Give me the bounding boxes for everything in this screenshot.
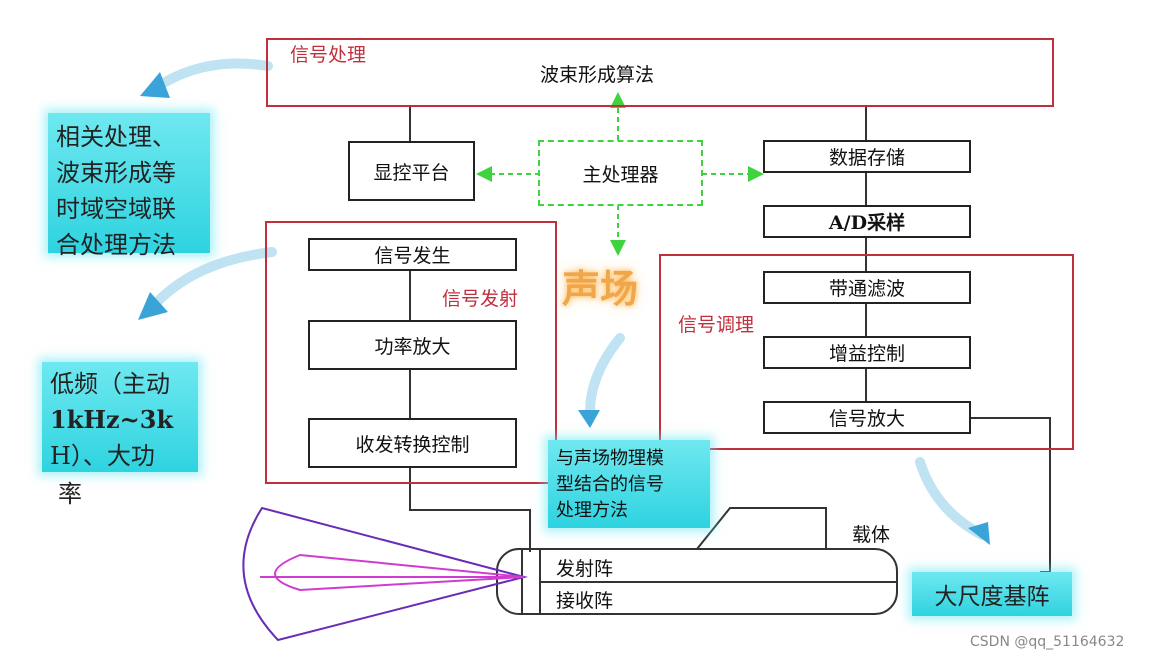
ad-sampling-block: A/D采样: [763, 205, 971, 238]
note-joint-processing: 相关处理、 波束形成等 时域空域联 合处理方法: [48, 113, 210, 259]
note-line: H）、大功: [50, 442, 155, 470]
signal-processing-box: [266, 38, 1054, 107]
data-storage-block: 数据存储: [763, 140, 971, 173]
curved-arrow-icon: [138, 247, 277, 320]
signal-processing-label: 信号处理: [290, 44, 367, 66]
note-line: 波束形成等: [56, 159, 176, 187]
carrier-label: 载体: [852, 524, 891, 546]
note-line: 合处理方法: [56, 231, 176, 259]
signal-transmit-box: [265, 221, 557, 484]
display-control-block: 显控平台: [348, 141, 475, 201]
gain-control-block: 增益控制: [763, 336, 971, 369]
note-line: 率: [58, 480, 82, 508]
curved-arrow-icon: [915, 457, 990, 545]
watermark: CSDN @qq_51164632: [970, 634, 1125, 650]
bandpass-filter-block: 带通滤波: [763, 271, 971, 304]
note-line: 相关处理、: [56, 123, 176, 151]
note-line: 与声场物理模: [556, 448, 664, 469]
curved-arrow-icon: [578, 333, 625, 428]
note-line: 型结合的信号: [556, 474, 664, 495]
large-array-label: 大尺度基阵: [912, 572, 1072, 616]
note-line: 低频（主动: [50, 370, 170, 398]
curved-arrow-icon: [140, 58, 273, 98]
receive-array-label: 接收阵: [556, 590, 614, 612]
main-processor-block: 主处理器: [538, 140, 703, 206]
note-line: 时域空域联: [56, 195, 176, 223]
txrx-switch-block: 收发转换控制: [308, 418, 517, 468]
note-line: 1kHz~3k: [50, 405, 174, 434]
signal-amplifier-block: 信号放大: [763, 401, 971, 434]
sound-field-label: 声场: [562, 266, 639, 311]
signal-transmit-label: 信号发射: [442, 288, 519, 310]
power-amplifier-block: 功率放大: [308, 320, 517, 370]
transmit-array-label: 发射阵: [556, 558, 614, 580]
signal-conditioning-label: 信号调理: [678, 314, 755, 336]
signal-conditioning-box: [659, 254, 1074, 450]
beamforming-algorithm-label: 波束形成算法: [540, 64, 655, 86]
note-low-frequency: 低频（主动 1kHz~3k H）、大功: [42, 362, 198, 472]
note-line: 处理方法: [556, 500, 628, 521]
note-physics-model: 与声场物理模 型结合的信号 处理方法: [548, 440, 710, 528]
signal-generator-block: 信号发生: [308, 238, 517, 271]
